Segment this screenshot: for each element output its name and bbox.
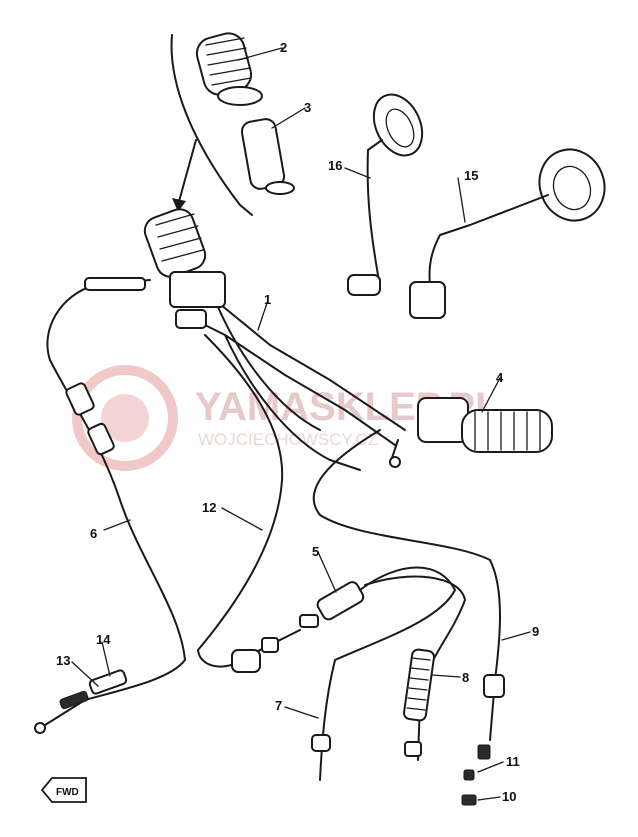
- label-part-2: 2: [280, 40, 287, 55]
- label-part-4: 4: [496, 370, 504, 385]
- part-15-mirror-right: [409, 148, 606, 319]
- label-part-5: 5: [312, 544, 319, 559]
- watermark-sub: WOJCIECHOWSCY.CZ: [198, 430, 378, 449]
- watermark-logo: [72, 365, 178, 471]
- label-part-7: 7: [275, 698, 282, 713]
- label-part-1: 1: [264, 292, 271, 307]
- part-9-brake-cable: [312, 429, 505, 760]
- inset-bracket: [170, 34, 253, 216]
- left-grip: [143, 208, 207, 278]
- part-4-throttle-grip: [389, 397, 553, 468]
- part-3-throttle-tube: [240, 118, 295, 195]
- part-16-mirror-left: [347, 93, 424, 296]
- watermark-logo-core: [101, 394, 149, 442]
- label-part-9: 9: [532, 624, 539, 639]
- fwd-label: FWD: [56, 787, 79, 798]
- label-part-6: 6: [90, 526, 97, 541]
- part-13-14-adjuster: [34, 669, 128, 734]
- part-5-junction: [299, 581, 365, 628]
- part-1-handlebar: [169, 271, 406, 471]
- label-part-14: 14: [96, 632, 111, 647]
- part-10: [461, 794, 477, 806]
- part-11: [463, 769, 475, 781]
- leader-lines: [71, 47, 531, 801]
- part-12-throttle-cable: [197, 334, 301, 673]
- label-part-16: 16: [328, 158, 342, 173]
- label-part-15: 15: [464, 168, 478, 183]
- label-part-13: 13: [56, 653, 70, 668]
- label-part-8: 8: [462, 670, 469, 685]
- inset-arrow-shaft: [177, 139, 197, 206]
- label-part-12: 12: [202, 500, 216, 515]
- fwd-arrow-icon: FWD: [40, 777, 87, 803]
- inset-arrow-head: [172, 198, 186, 212]
- label-part-11: 11: [506, 754, 520, 769]
- part-8-cable: [364, 575, 466, 761]
- part-7-cable: [311, 566, 456, 781]
- label-part-10: 10: [502, 789, 516, 804]
- part-6-clutch-cable: [44, 277, 186, 726]
- part-2-grip: [195, 32, 263, 106]
- left-switch-housing: [169, 271, 226, 308]
- label-part-3: 3: [304, 100, 311, 115]
